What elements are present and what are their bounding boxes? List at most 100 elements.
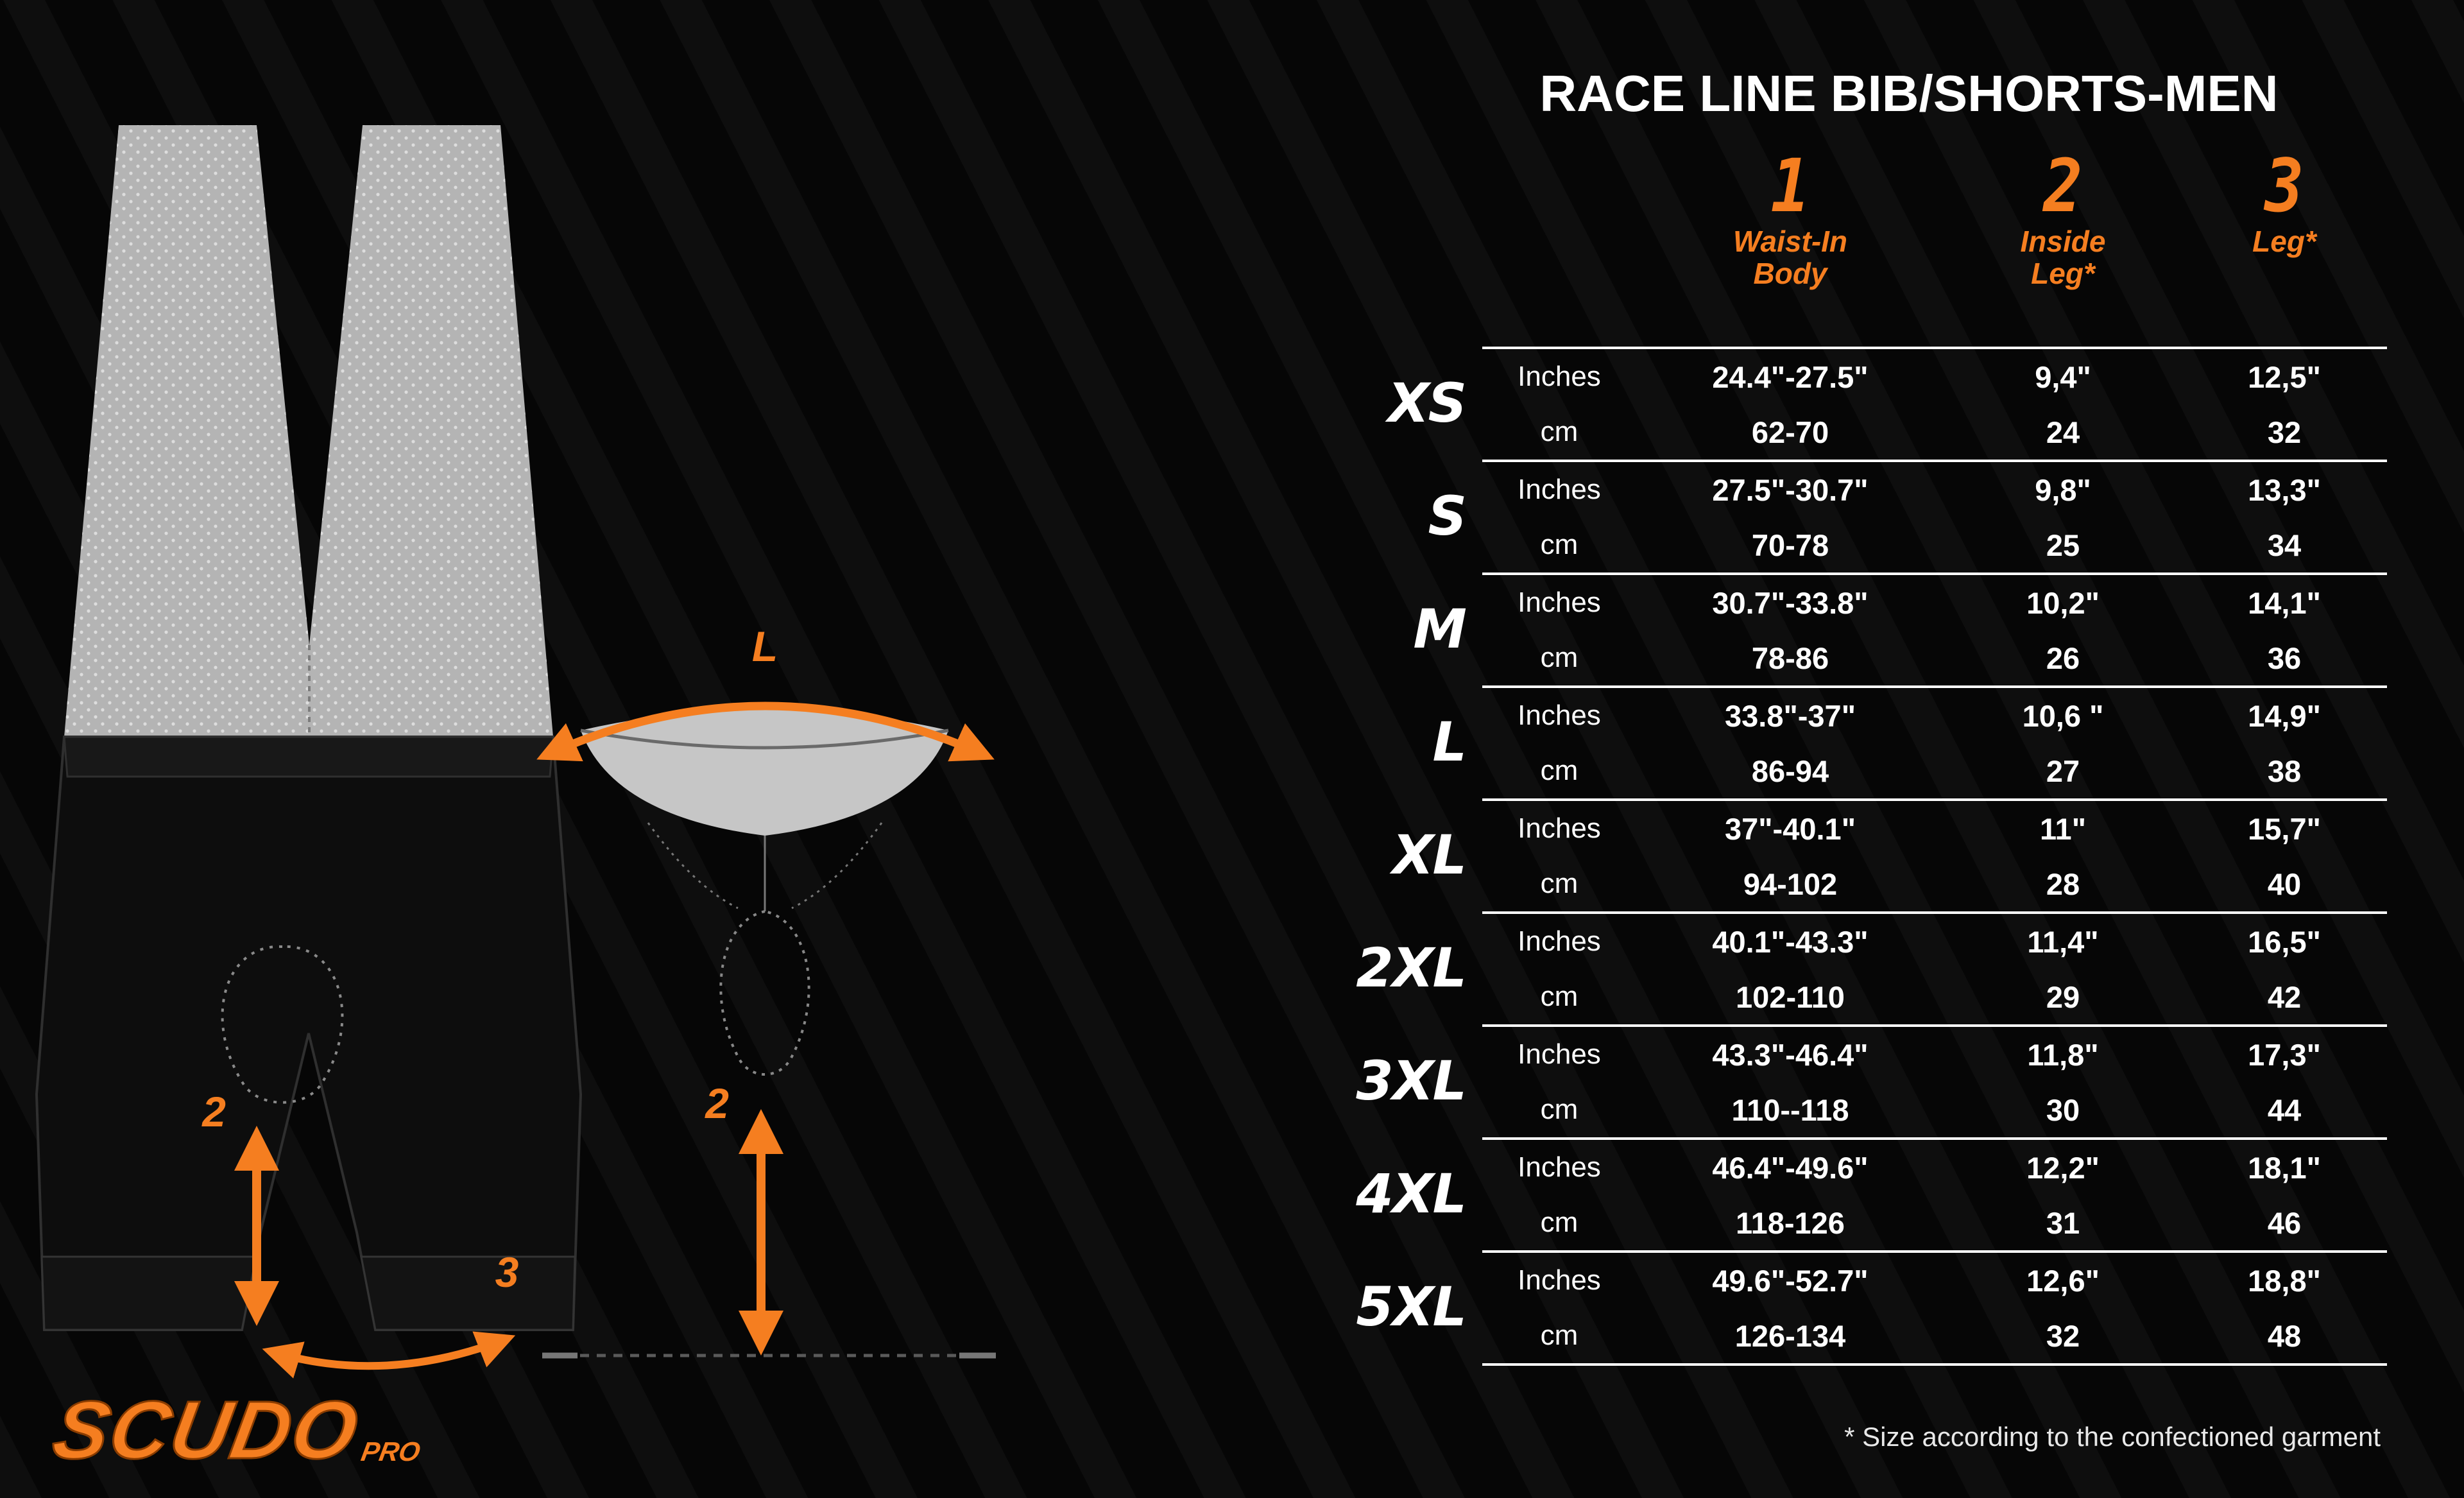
scudo-logo: SCUDO PRO [46,1384,431,1477]
table-header: 1 Waist-In Body 2 Inside Leg* 3 Leg* [1482,150,2387,290]
column-label: Waist-In Body [1733,225,1848,290]
inseam-label-left: 2 [201,1088,226,1135]
unit-label: Inches [1518,1038,1601,1070]
unit-label: Inches [1518,474,1601,505]
value-cell: 62-70 [1751,415,1829,449]
value-cell: 9,8" [2035,472,2091,507]
value-cell: 34 [2267,528,2302,562]
shorts-body [35,736,583,1331]
leg-circumference-arrow [262,1331,516,1379]
unit-label: Inches [1518,813,1601,844]
value-cell: 16,5" [2248,924,2321,959]
column-number: 3 [2264,143,2304,230]
value-cell: 12,6" [2026,1263,2100,1298]
value-cell: 17,3" [2248,1037,2321,1072]
pad-outline [719,909,810,1076]
unit-label: cm [1540,416,1579,447]
value-cell: 118-126 [1736,1205,1845,1240]
value-cell: 29 [2046,979,2080,1014]
size-label: S [1428,485,1467,547]
value-cell: 24 [2046,415,2080,449]
value-cell: 36 [2267,641,2302,675]
value-cell: 11,8" [2027,1037,2099,1072]
value-cell: 24.4"-27.5" [1712,359,1869,394]
value-cell: 12,2" [2026,1150,2100,1185]
value-cell: 78-86 [1751,641,1829,675]
size-label: M [1413,598,1467,660]
right-leg-hem [360,1255,576,1331]
size-label: 5XL [1356,1275,1467,1338]
value-cell: 30 [2046,1092,2080,1127]
value-cell: 25 [2046,528,2080,562]
value-cell: 102-110 [1736,979,1845,1014]
size-table: XS Inches 24.4"-27.5" 9,4" 12,5" cm 62-7… [1341,347,2387,1366]
unit-label: cm [1540,1207,1579,1238]
value-cell: 12,5" [2248,359,2321,394]
column-number: 1 [1770,143,1810,230]
page-title: RACE LINE BIB/SHORTS-MEN [1539,65,2279,122]
value-cell: 42 [2267,979,2302,1014]
value-cell: 15,7" [2248,811,2321,846]
value-cell: 38 [2267,753,2302,788]
value-cell: 43.3"-46.4" [1712,1037,1869,1072]
unit-label: cm [1540,1094,1579,1125]
value-cell: 9,4" [2035,359,2091,394]
value-cell: 27.5"-30.7" [1712,472,1869,507]
unit-label: cm [1540,529,1579,560]
value-cell: 40.1"-43.3" [1712,924,1869,959]
value-cell: 10,6 " [2022,698,2104,733]
left-measurement-arrows: 2 3 [201,1088,519,1379]
table-row-m: M Inches 30.7"-33.8" 10,2" 14,1" cm 78-8… [1341,573,2387,685]
table-row-s: S Inches 27.5"-30.7" 9,8" 13,3" cm 70-78… [1341,460,2387,573]
unit-label: Inches [1518,1264,1601,1296]
waist-measurement-figure: L 2 [536,623,996,1359]
waistband [63,736,554,778]
value-cell: 48 [2267,1318,2302,1353]
bib-straps-mesh [64,125,553,737]
waist-label: L [752,623,778,670]
leg-label: 3 [495,1248,519,1296]
contour-left-dotted [647,822,739,909]
value-cell: 94-102 [1743,866,1838,901]
size-label: XL [1392,823,1467,886]
table-row-xs: XS Inches 24.4"-27.5" 9,4" 12,5" cm 62-7… [1341,347,2387,460]
column-header-waist: 1 Waist-In Body [1636,150,1944,290]
value-cell: 31 [2046,1205,2080,1240]
size-label: 3XL [1356,1049,1467,1112]
column-label: Leg* [2252,225,2316,258]
value-cell: 33.8"-37" [1725,698,1856,733]
unit-label: cm [1540,755,1579,786]
logo-suffix: PRO [359,1436,423,1467]
bib-garment [35,125,583,1331]
value-cell: 32 [2046,1318,2080,1353]
value-cell: 13,3" [2248,472,2321,507]
value-cell: 44 [2267,1092,2302,1127]
unit-label: Inches [1518,361,1601,392]
table-bottom-rule [1482,1363,2387,1366]
column-header-leg: 3 Leg* [2182,150,2387,289]
size-label: XS [1387,372,1467,435]
value-cell: 27 [2046,753,2080,788]
column-number: 2 [2043,143,2083,230]
footnote: * Size according to the confectioned gar… [1844,1422,2381,1452]
unit-label: cm [1540,868,1579,899]
unit-label: Inches [1518,1151,1601,1183]
table-row-3xl: 3XL Inches 43.3"-46.4" 11,8" 17,3" cm 11… [1341,1024,2387,1137]
value-cell: 14,1" [2248,585,2321,620]
value-cell: 46.4"-49.6" [1712,1150,1869,1185]
logo-wordmark: SCUDO [46,1384,366,1477]
value-cell: 32 [2267,415,2302,449]
table-row-5xl: 5XL Inches 49.6"-52.7" 12,6" 18,8" cm 12… [1341,1250,2387,1363]
unit-label: Inches [1518,700,1601,731]
unit-label: cm [1540,1320,1579,1351]
value-cell: 110--118 [1731,1092,1849,1127]
value-cell: 28 [2046,866,2080,901]
unit-label: cm [1540,981,1579,1012]
unit-label: Inches [1518,587,1601,618]
waist-arrow [536,702,995,762]
value-cell: 49.6"-52.7" [1712,1263,1869,1298]
size-label: L [1432,710,1467,773]
size-label: 4XL [1356,1162,1467,1225]
